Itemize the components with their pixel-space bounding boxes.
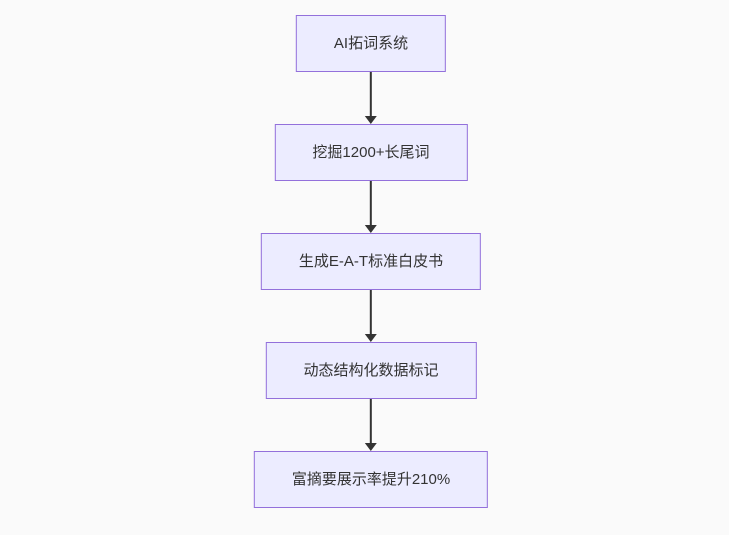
flow-node-label: 生成E-A-T标准白皮书 bbox=[298, 253, 444, 270]
arrowhead-down-icon bbox=[365, 116, 377, 124]
flow-node-rich-snippet-rate: 富摘要展示率提升210% bbox=[253, 451, 489, 508]
arrow-shaft bbox=[370, 72, 372, 116]
flow-edge-arrow-1 bbox=[365, 72, 377, 124]
flow-node-ai-word-expansion-system: AI拓词系统 bbox=[295, 15, 447, 72]
arrowhead-down-icon bbox=[365, 225, 377, 233]
flowchart-column: AI拓词系统 挖掘1200+长尾词 生成E-A-T标准白皮书 动态结构化数据标记 bbox=[253, 15, 489, 508]
arrowhead-down-icon bbox=[365, 334, 377, 342]
flow-node-label: 富摘要展示率提升210% bbox=[291, 471, 451, 488]
flow-node-structured-data-markup: 动态结构化数据标记 bbox=[265, 342, 477, 399]
flow-node-label: 动态结构化数据标记 bbox=[303, 362, 439, 379]
flow-edge-arrow-2 bbox=[365, 181, 377, 233]
flow-node-eat-whitepaper: 生成E-A-T标准白皮书 bbox=[260, 233, 482, 290]
arrow-shaft bbox=[370, 181, 372, 225]
arrowhead-down-icon bbox=[365, 443, 377, 451]
flow-edge-arrow-3 bbox=[365, 290, 377, 342]
arrow-shaft bbox=[370, 399, 372, 443]
flow-node-longtail-keywords: 挖掘1200+长尾词 bbox=[274, 124, 468, 181]
flow-node-label: 挖掘1200+长尾词 bbox=[312, 144, 430, 161]
flow-node-label: AI拓词系统 bbox=[333, 35, 409, 52]
arrow-shaft bbox=[370, 290, 372, 334]
flow-edge-arrow-4 bbox=[365, 399, 377, 451]
